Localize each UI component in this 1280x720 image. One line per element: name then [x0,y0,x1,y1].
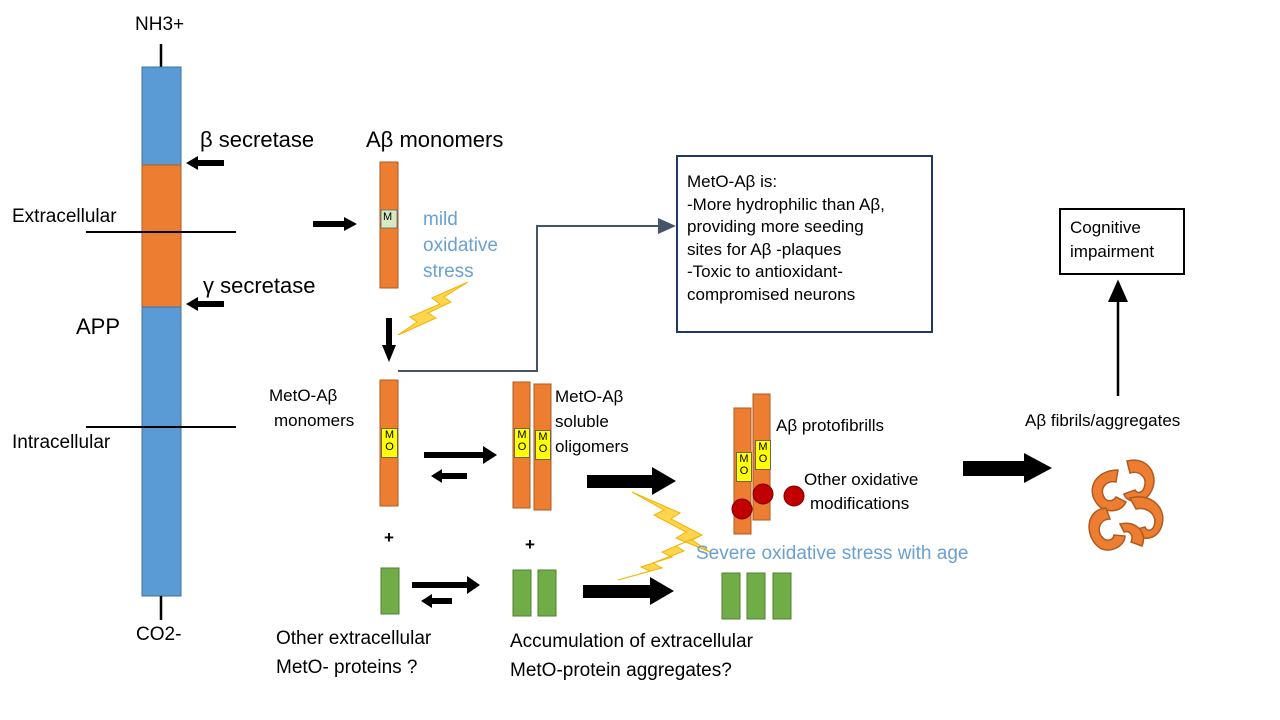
green-protein-bar-2 [512,569,532,617]
extracellular-label: Extracellular [12,206,117,227]
fibrils-label: Aβ fibrils/aggregates [1025,411,1181,430]
lightning-icon [397,281,469,336]
oligomers-line-1: MetO-Aβ [555,387,624,406]
oxidation-down-arrow [382,318,396,362]
equilibrium-arrows-2 [412,576,480,608]
aggregation-arrow-1 [587,467,676,495]
oxidative-mod-dot-1 [731,498,753,520]
intracellular-label: Intracellular [12,432,111,453]
oxidative-mod-dot-2 [752,483,774,505]
cognitive-impairment-box: Cognitive impairment [1059,208,1185,275]
co2-label: CO2- [136,624,182,645]
cleavage-arrow [313,217,357,231]
methionine-marker [380,209,398,229]
monomers-title: Aβ monomers [366,127,504,152]
mild-line-2: oxidative [423,235,498,256]
note-line-5: -Toxic to antioxidant- [687,262,843,281]
lightning-icon-3 [617,534,703,581]
app-protein-bar [141,44,182,620]
methionine-marker-label: M [383,211,393,223]
lightning-icon-2 [631,491,711,553]
other-proteins-line-1: Other extracellular [276,628,432,649]
meto-monomers-line-1: MetO-Aβ [269,386,338,405]
accumulation-line-1: Accumulation of extracellular [510,631,753,652]
oligomers-line-2: soluble [555,412,609,431]
plus-sign-1: + [384,528,394,547]
note-line-4: sites for Aβ -plaques [687,239,842,259]
other-proteins-label: Other extracellular MetO- proteins ? [276,624,431,682]
oligomers-line-3: oligomers [555,437,629,456]
green-protein-bar-6 [772,572,792,620]
mild-line-1: mild [423,209,458,230]
green-protein-bar [380,567,400,615]
meto-note-box: MetO-Aβ is: -More hydrophilic than Aβ, p… [676,155,933,333]
note-connector-line [398,218,676,372]
plus-sign-2: + [525,535,535,554]
oxidative-mod-dot-3 [783,485,805,507]
protofibrils-label: Aβ protofibrills [776,416,885,435]
accumulation-line-2: MetO-protein aggregates? [510,660,732,681]
mild-line-3: stress [423,261,474,282]
app-label: APP [76,314,121,339]
note-line-1: MetO-Aβ is: [687,172,778,191]
fibril-aggregate-icon [1088,459,1164,551]
nh3-label: NH3+ [135,14,185,35]
mild-stress-label: mild oxidative stress [423,207,498,285]
green-protein-bar-4 [721,572,741,620]
accumulation-label: Accumulation of extracellular MetO-prote… [510,627,753,685]
note-line-2: -More hydrophilic than Aβ, [687,194,885,214]
oligomers-label: MetO-Aβ soluble oligomers [555,384,629,459]
meto-monomers-line-2: monomers [274,411,355,430]
beta-secretase-arrow [186,156,224,170]
cognitive-line-2: impairment [1070,242,1155,261]
aggregation-arrow-3 [583,577,674,605]
severe-stress-label: Severe oxidative stress with age [696,543,969,564]
other-mods-line-1: Other oxidative [804,470,919,489]
gamma-secretase-label: γ secretase [203,273,316,298]
beta-secretase-label: β secretase [200,127,315,152]
note-line-6: compromised neurons [687,284,856,304]
gamma-secretase-arrow [186,297,224,311]
other-mods-line-2: modifications [810,494,910,513]
green-protein-bar-5 [746,572,766,620]
other-proteins-line-2: MetO- proteins ? [276,657,418,678]
aggregation-arrow-2 [963,453,1052,483]
green-protein-bar-3 [537,569,557,617]
equilibrium-arrows-1 [424,446,497,483]
note-line-3: providing more seeding [687,217,864,236]
cognitive-line-1: Cognitive [1070,218,1141,237]
